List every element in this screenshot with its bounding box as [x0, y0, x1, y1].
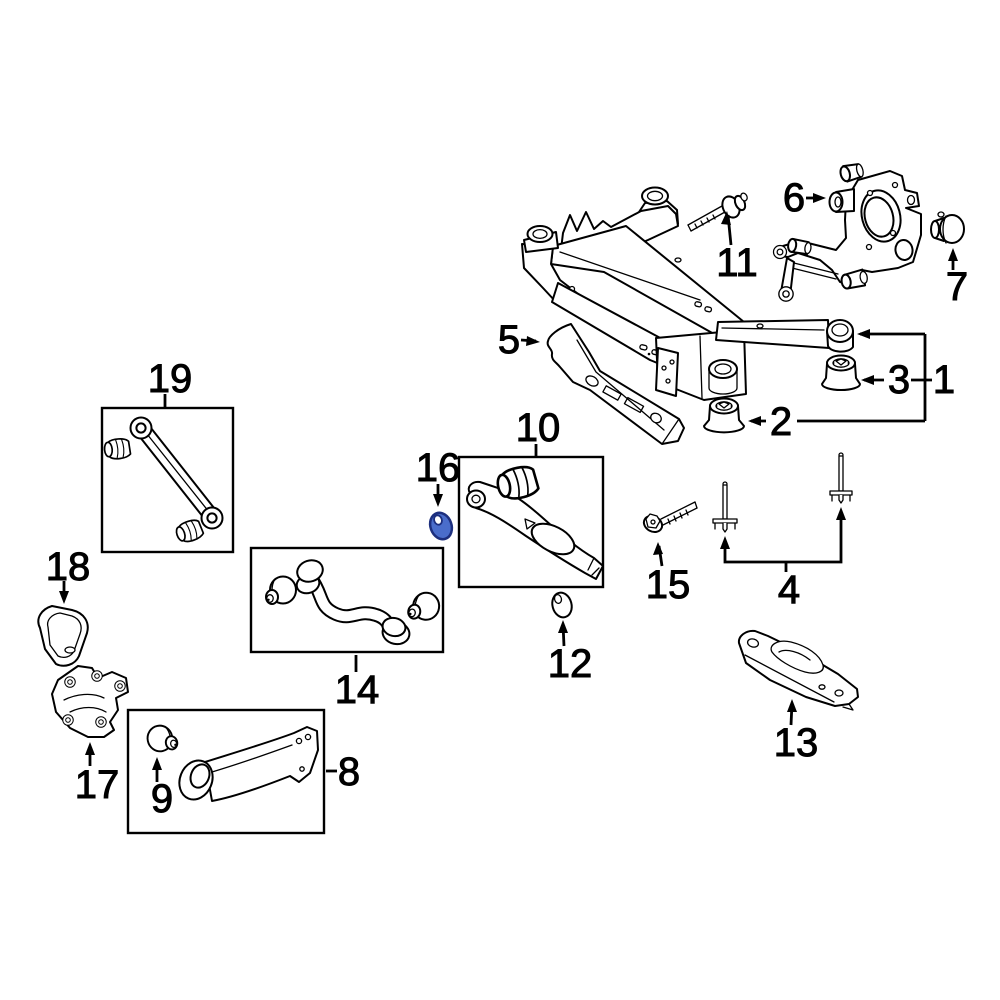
callout-8: 8: [326, 750, 361, 795]
part-2-bushing: [703, 397, 745, 434]
callout-label-14[interactable]: 14: [334, 668, 380, 713]
callout-6: 6: [782, 176, 826, 221]
callout-17-arrow: [85, 742, 95, 755]
part-5-support-brace: [546, 323, 685, 445]
callout-15-arrow: [653, 542, 663, 555]
part-13-support-bracket: [737, 629, 859, 711]
part-8-trailing-arm: [126, 708, 326, 835]
callout-label-1[interactable]: 1: [932, 358, 955, 403]
callout-11: 11: [716, 211, 759, 286]
callout-label-3[interactable]: 3: [887, 358, 910, 403]
callout-label-16[interactable]: 16: [415, 446, 461, 491]
callout-label-15[interactable]: 15: [645, 563, 691, 608]
callout-7: 7: [945, 248, 969, 310]
part-12-washer: [551, 591, 573, 619]
callout-7-arrow: [948, 248, 958, 261]
callout-15: 15: [645, 542, 691, 608]
part-17-bracket: [51, 665, 129, 738]
callout-label-6[interactable]: 6: [782, 176, 805, 221]
callout-3: 3: [861, 358, 932, 403]
part-14-box: [249, 546, 445, 654]
callout-10: 10: [515, 406, 561, 457]
callout-label-10[interactable]: 10: [515, 406, 561, 451]
part-6-knuckle: [772, 163, 922, 302]
callout-14: 14: [334, 655, 380, 713]
callout-label-7[interactable]: 7: [945, 265, 968, 310]
callout-1: 1: [857, 329, 956, 421]
callout-18-arrow: [59, 591, 69, 604]
callout-label-4[interactable]: 4: [777, 568, 800, 613]
callout-2-arrow: [748, 416, 761, 426]
highlight-oval-hole: [433, 514, 443, 526]
callout-label-9[interactable]: 9: [150, 777, 173, 822]
callout-9-arrow: [152, 757, 162, 770]
callout-13: 13: [773, 699, 819, 766]
callout-label-13[interactable]: 13: [773, 721, 819, 766]
part-16-highlighted-washer[interactable]: [427, 510, 456, 543]
callout-16-arrow: [433, 494, 443, 507]
part-3-bushing: [821, 354, 861, 391]
part-4-mounting-bolts: [712, 452, 853, 533]
callout-2: 2: [748, 400, 925, 445]
callout-4-arrow-left: [720, 536, 730, 549]
part-19-lateral-arm: [100, 406, 235, 554]
part-8-box: [126, 708, 326, 835]
callout-4-arrow-right: [836, 507, 846, 520]
part-15-bolt: [642, 501, 698, 533]
part-14-upper-arm: [249, 546, 445, 654]
part-10-box: [457, 455, 605, 589]
callout-3-arrow: [861, 375, 874, 385]
callout-13-arrow: [787, 699, 797, 712]
callout-16: 16: [415, 446, 461, 507]
callout-label-12[interactable]: 12: [547, 642, 593, 687]
part-11-bolt: [687, 192, 748, 232]
part-1-crossmember: [521, 186, 854, 401]
callout-6-arrow: [813, 193, 826, 203]
callout-12: 12: [547, 620, 593, 687]
callout-label-2[interactable]: 2: [769, 400, 792, 445]
part-18-cover: [37, 605, 89, 667]
callout-9: 9: [150, 757, 174, 822]
callout-label-19[interactable]: 19: [147, 357, 193, 402]
callout-5: 5: [497, 318, 540, 363]
part-7-bushing: [930, 211, 965, 244]
callout-label-8[interactable]: 8: [337, 750, 360, 795]
callout-label-18[interactable]: 18: [45, 545, 91, 590]
callout-12-arrow: [558, 620, 568, 633]
callout-17: 17: [74, 742, 120, 808]
callout-5-arrow: [526, 336, 540, 346]
callout-1-arrow: [857, 329, 870, 339]
callout-label-17[interactable]: 17: [74, 763, 120, 808]
part-19-box: [100, 406, 235, 554]
callout-18: 18: [45, 545, 91, 604]
callout-11-arrow: [721, 211, 731, 225]
callout-label-5[interactable]: 5: [497, 318, 520, 363]
callout-19: 19: [147, 357, 193, 408]
callout-4: 4: [720, 507, 846, 613]
part-10-lower-control-arm: [457, 455, 605, 589]
callout-label-11[interactable]: 11: [716, 241, 759, 286]
